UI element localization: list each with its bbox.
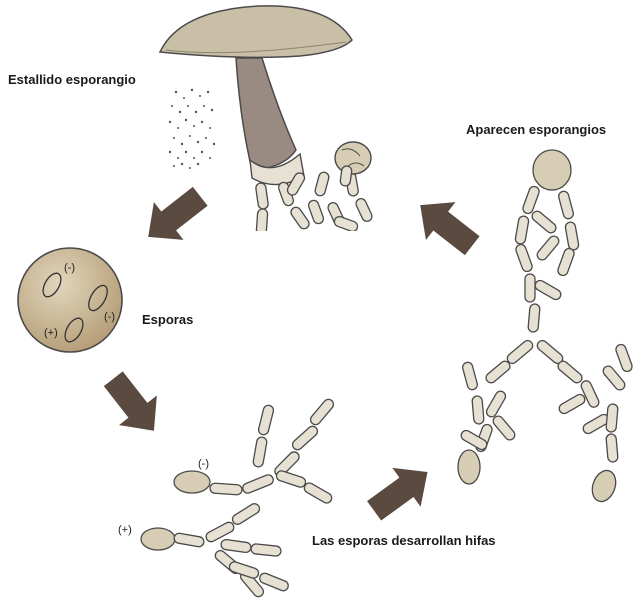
label-sporangium-burst: Estallido esporangio [8, 72, 136, 87]
label-spores-develop-hyphae: Las esporas desarrollan hifas [312, 533, 496, 548]
sporangiophore-network [458, 150, 633, 505]
hyphae-mating-type-plus: (+) [118, 524, 132, 536]
released-spores-dots [169, 89, 215, 169]
spore-sphere: (-) (-) (+) [18, 248, 122, 352]
label-spores: Esporas [142, 312, 193, 327]
arrow-to-spores [133, 177, 215, 255]
plus-spore [141, 528, 175, 550]
minus-spore [174, 471, 210, 493]
arrow-to-hyphae [94, 364, 172, 446]
new-sporangium-top [533, 150, 571, 190]
spore-mating-type-minus-2: (-) [104, 311, 115, 323]
arrow-to-sporangia [360, 453, 442, 531]
small-sporangium [335, 142, 371, 174]
sporangium-cap [160, 6, 352, 57]
arrow-to-burst [405, 186, 487, 264]
label-sporangia-appear: Aparecen esporangios [466, 122, 606, 137]
hyphae-mating-type-minus: (-) [198, 458, 209, 470]
new-sporangium-left [458, 450, 480, 484]
spore-mating-type-minus-1: (-) [64, 262, 75, 274]
sporangiophore-stalk [236, 58, 296, 170]
new-sporangium-right [588, 467, 620, 505]
germinating-hyphae [141, 397, 335, 598]
spore-mating-type-plus: (+) [44, 327, 58, 339]
